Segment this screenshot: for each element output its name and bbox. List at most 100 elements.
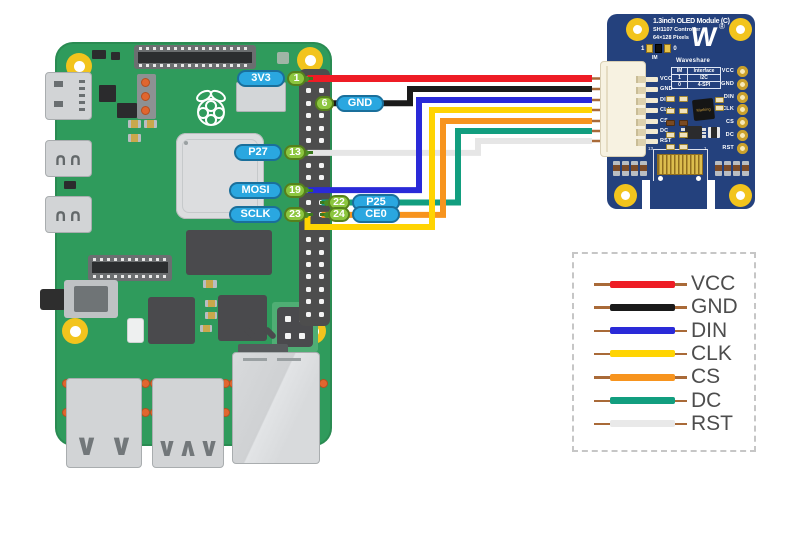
- oled-contact: [645, 107, 658, 113]
- legend-row: CS: [574, 365, 754, 389]
- ethernet-port: [232, 352, 320, 464]
- oled-pad-vcc: [737, 66, 748, 77]
- raspberry-pi-logo: [196, 89, 226, 126]
- legend-label-clk: CLK: [691, 341, 732, 365]
- pin-stub-dot: [303, 187, 309, 194]
- oled-pad-label-dc: DC: [725, 132, 734, 138]
- legend-label-gnd: GND: [691, 295, 738, 319]
- smd-capacitor: [631, 161, 638, 176]
- oled-pin-label-cs: CS: [660, 117, 669, 124]
- gpio-pin: [305, 200, 311, 205]
- pin-stub: [306, 151, 313, 155]
- oled-pad-label-vcc: VCC: [721, 68, 734, 74]
- interface-table-cell: 0: [671, 81, 688, 89]
- micro-hdmi-port: ∩∩: [45, 140, 92, 177]
- gpio-pin: [318, 249, 324, 255]
- gpio-pin: [318, 274, 324, 280]
- smd-pad: [679, 108, 688, 114]
- alignment-hole: [658, 176, 663, 181]
- oled-pin-label-vcc: VCC: [660, 75, 673, 82]
- pin-label-mosi: MOSI: [229, 181, 282, 199]
- legend-label-dc: DC: [691, 388, 722, 412]
- legend-row: DIN: [574, 319, 754, 343]
- connector-slot: [636, 97, 645, 105]
- pin-number-19: 19: [284, 182, 306, 198]
- oled-pad-cs: [737, 117, 748, 129]
- smd-capacitor: [715, 161, 722, 176]
- connector-slot: [636, 118, 645, 126]
- smd-component: [92, 50, 106, 59]
- wire-clk: [304, 107, 592, 230]
- oled-contact: [645, 76, 658, 82]
- legend-wire-rst: [610, 420, 675, 428]
- gpio-pin: [318, 299, 324, 305]
- oled-contact: [645, 86, 658, 92]
- oled-pad-label-gnd: GND: [721, 80, 734, 87]
- jst-connector: [600, 61, 646, 157]
- raspberry-pi-board: ∩∩ ∩∩: [40, 42, 332, 468]
- display-ribbon-connector: [88, 255, 172, 281]
- gpio-pin: [318, 162, 324, 168]
- gpio-pin: [318, 286, 324, 292]
- connector-slot: [636, 86, 645, 94]
- mounting-hole: [297, 47, 323, 73]
- smd-chip: [117, 103, 137, 118]
- oled-subtitle: SH1107 Controller: [653, 27, 701, 33]
- legend-label-cs: CS: [691, 365, 721, 389]
- legend-wire-cs: [610, 373, 675, 381]
- gpio-pin: [305, 125, 311, 131]
- oled-pin-label-gnd: GND: [660, 85, 673, 92]
- oled-pad-din: [737, 91, 748, 103]
- mounting-hole: [62, 318, 88, 344]
- smd-pad: [679, 144, 688, 150]
- interface-table-cell: 4-SPI: [687, 81, 721, 89]
- im-jumper-label: IM: [652, 55, 658, 61]
- im-jumper-0: 0: [673, 45, 677, 52]
- gpio-pin: [318, 76, 324, 81]
- waveshare-logo-icon: W: [689, 22, 719, 52]
- smd-capacitor: [200, 325, 212, 332]
- smd-capacitor: [128, 134, 141, 142]
- smd-pad: [666, 144, 675, 150]
- im-jumper-pad: [646, 44, 654, 53]
- three-pin-header: [137, 74, 156, 119]
- pin-stub: [306, 188, 313, 192]
- oled-pin-label-din: DIN: [660, 97, 670, 103]
- gpio-pin: [305, 175, 311, 181]
- pin-number-13: 13: [284, 145, 306, 161]
- pin-stub-dot: [303, 211, 309, 218]
- oled-pad-dc: [737, 130, 748, 141]
- legend-row: DC: [574, 389, 754, 413]
- oled-pad-label-cs: CS: [725, 119, 734, 126]
- gpio-pin: [318, 237, 324, 243]
- oled-pad-clk: [737, 104, 748, 116]
- wire-din: [307, 97, 592, 194]
- legend-wire-din: [610, 327, 675, 335]
- gpio-pin: [318, 187, 324, 193]
- gpio-pin: [305, 274, 311, 280]
- legend-wire-dc: [610, 397, 675, 405]
- pin-label-p27: P27: [234, 144, 282, 162]
- smd-pad: [679, 120, 688, 126]
- gpio-pin: [305, 237, 311, 243]
- oled-pin-label-dc: DC: [660, 127, 669, 134]
- gpio-pin: [318, 125, 324, 131]
- smd-pad: [666, 132, 675, 138]
- smd-pad: [679, 132, 688, 138]
- pin-stub-dot: [324, 211, 330, 218]
- smd-capacitor: [724, 161, 731, 176]
- smd-capacitor: [128, 120, 141, 128]
- pin-number-6: 6: [315, 95, 334, 111]
- smd-chip: [99, 85, 116, 102]
- camera-ribbon-connector: [134, 45, 256, 69]
- pin-stub: [306, 213, 313, 217]
- wire-dc: [321, 128, 592, 206]
- poe-header: [277, 307, 313, 347]
- oled-pad-label-rst: RST: [722, 144, 734, 151]
- pin-number-23: 23: [284, 207, 306, 223]
- legend-wire-gnd: [610, 303, 675, 311]
- ram-chip: [186, 230, 272, 275]
- gpio-pin: [318, 88, 324, 94]
- pin-stub-dot: [303, 75, 309, 82]
